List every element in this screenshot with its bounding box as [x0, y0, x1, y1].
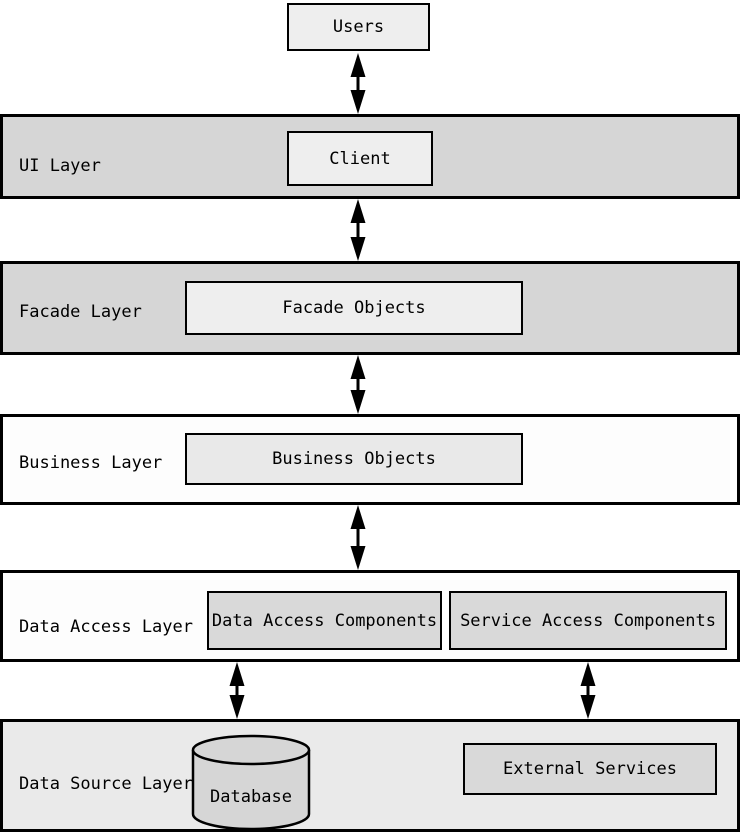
business-objects-box-label: Business Objects: [272, 449, 436, 469]
double-arrow-dataaccess-external: [580, 662, 596, 719]
double-arrow-dataaccess-database: [229, 662, 245, 719]
database-label: Database: [210, 787, 292, 807]
data-access-components-box: Data Access Components: [207, 591, 442, 650]
service-access-components-box: Service Access Components: [449, 591, 727, 650]
external-services-box: External Services: [463, 743, 717, 795]
double-arrow-users-ui: [350, 53, 366, 114]
layer-facade-label: Facade Layer: [19, 302, 142, 322]
external-services-label: External Services: [503, 759, 677, 779]
layer-data-source-label: Data Source Layer: [19, 774, 193, 794]
double-arrow-business-dataaccess: [350, 505, 366, 570]
layer-ui-label: UI Layer: [19, 156, 101, 176]
double-arrow-ui-facade: [350, 199, 366, 261]
business-objects-box: Business Objects: [185, 433, 523, 485]
client-box-label: Client: [329, 148, 391, 169]
service-access-components-label: Service Access Components: [460, 610, 716, 631]
layer-business-label: Business Layer: [19, 453, 163, 473]
data-access-components-label: Data Access Components: [211, 610, 438, 631]
client-box: Client: [287, 131, 433, 186]
layer-facade-band: Facade Layer: [0, 261, 740, 355]
database-cylinder: [191, 734, 311, 831]
users-box: Users: [287, 3, 430, 51]
facade-objects-box: Facade Objects: [185, 281, 523, 335]
users-box-label: Users: [332, 17, 385, 37]
double-arrow-facade-business: [350, 355, 366, 414]
layer-data-access-label: Data Access Layer: [19, 617, 193, 637]
facade-objects-box-label: Facade Objects: [282, 298, 426, 318]
